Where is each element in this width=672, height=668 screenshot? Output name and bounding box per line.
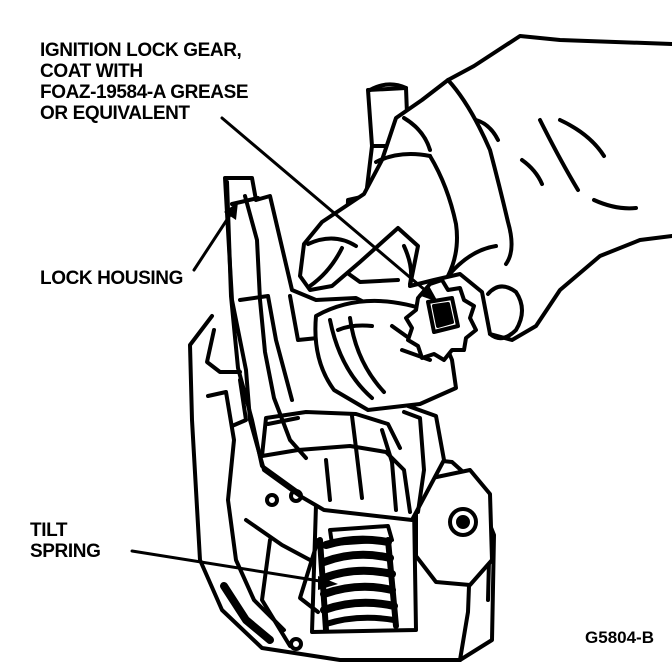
callout-tilt-spring: TILT SPRING <box>30 520 101 562</box>
callout-line: COAT WITH <box>40 61 143 82</box>
callout-line: FOAZ-19584-A GREASE <box>40 82 249 103</box>
callout-line: IGNITION LOCK GEAR, <box>40 40 242 61</box>
leader-gear <box>220 116 434 298</box>
mounting-bolt <box>414 468 494 587</box>
arrowhead-housing <box>224 202 238 220</box>
figure-code: G5804-B <box>585 628 654 647</box>
arrowhead-gear <box>418 284 438 302</box>
callout-line: OR EQUIVALENT <box>40 103 190 124</box>
callout-lock-housing: LOCK HOUSING <box>40 268 183 289</box>
hand <box>298 34 672 342</box>
arrowhead-spring <box>318 576 338 590</box>
leader-spring <box>130 549 328 584</box>
leader-lines <box>130 116 434 584</box>
callout-line: SPRING <box>30 541 101 562</box>
ignition-lock-gear <box>404 278 478 362</box>
callout-ignition-lock-gear: IGNITION LOCK GEAR, COAT WITH FOAZ-19584… <box>40 40 249 124</box>
callout-line: LOCK HOUSING <box>40 268 183 289</box>
callout-line: TILT <box>30 520 68 541</box>
tilt-spring <box>298 503 418 634</box>
leader-housing <box>192 210 234 272</box>
